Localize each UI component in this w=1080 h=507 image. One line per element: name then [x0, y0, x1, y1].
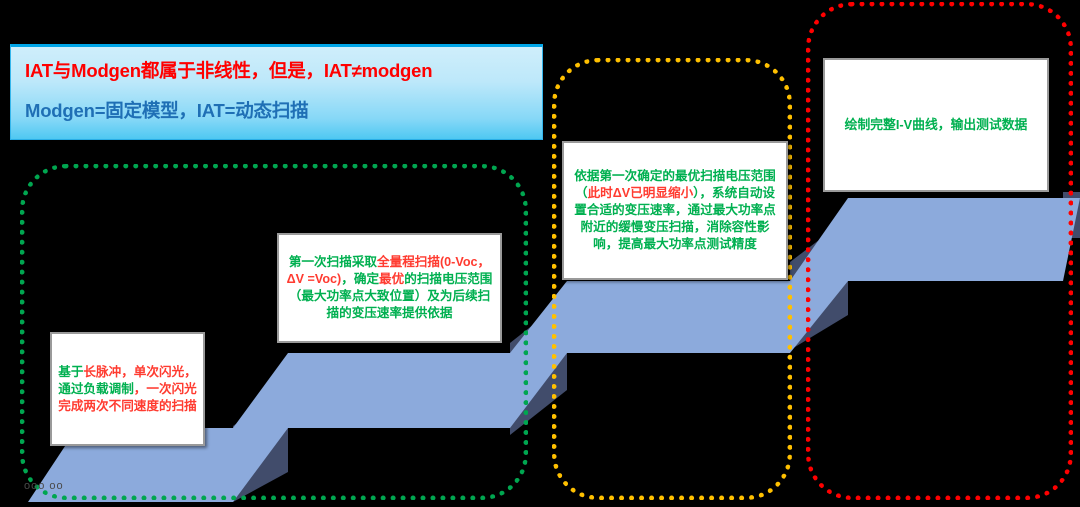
callout-text-step-1: 基于长脉冲，单次闪光， 通过负载调制，一次闪光完成两次不同速度的扫描 [52, 360, 203, 419]
text-segment: 绘制完整I-V曲线，输出测试数据 [844, 117, 1028, 133]
text-segment: 全量程扫描(0-Voc， ΔV =Voc) [286, 255, 491, 286]
group-outline-gold [552, 58, 792, 500]
text-segment: 长脉冲，单次闪光， [83, 364, 197, 379]
text-segment: ，确定 [341, 272, 380, 286]
callout-text-step-2: 第一次扫描采取全量程扫描(0-Voc， ΔV =Voc)，确定最优的扫描电压范围… [279, 250, 500, 326]
title-line-secondary: Modgen=固定模型，IAT=动态扫描 [25, 100, 309, 121]
callout-box-step-1[interactable]: 基于长脉冲，单次闪光， 通过负载调制，一次闪光完成两次不同速度的扫描 [50, 332, 205, 446]
callout-text-step-3: 依据第一次确定的最优扫描电压范围（此时ΔV已明显缩小），系统自动设置合适的变压速… [564, 164, 786, 257]
text-segment: 第一次扫描采取 [288, 255, 378, 269]
callout-box-step-3[interactable]: 依据第一次确定的最优扫描电压范围（此时ΔV已明显缩小），系统自动设置合适的变压速… [562, 141, 788, 280]
text-segment: 此时ΔV已明显缩小 [587, 186, 694, 200]
group-outline-green [20, 164, 528, 500]
text-segment: 的扫描电压范围（最大功率点大致位置）及为后续扫描的变压速率提供依据 [288, 272, 493, 320]
text-segment: 依据第一次确定的最优扫描电压范围（ [574, 169, 776, 200]
text-segment: 基于 [58, 364, 84, 379]
corner-artifact-text: ооо оо [24, 480, 64, 492]
callout-box-step-2[interactable]: 第一次扫描采取全量程扫描(0-Voc， ΔV =Voc)，确定最优的扫描电压范围… [277, 233, 502, 343]
group-outline-red [806, 2, 1073, 500]
text-segment: ，一次闪光完成两次不同速度的扫描 [58, 381, 197, 413]
text-segment: ），系统自动设置合适的变压速率，通过最大功率点附近的缓慢变压扫描，消除容性影响，… [574, 186, 776, 251]
text-segment: 最优 [379, 272, 405, 286]
title-line-primary: IAT与Modgen都属于非线性，但是，IAT≠modgen [25, 60, 433, 81]
title-banner: IAT与Modgen都属于非线性，但是，IAT≠modgen Modgen=固定… [10, 44, 543, 140]
callout-box-step-4[interactable]: 绘制完整I-V曲线，输出测试数据 [823, 58, 1049, 192]
text-segment: 通过负载调制 [58, 381, 134, 396]
callout-text-step-4: 绘制完整I-V曲线，输出测试数据 [839, 112, 1034, 137]
